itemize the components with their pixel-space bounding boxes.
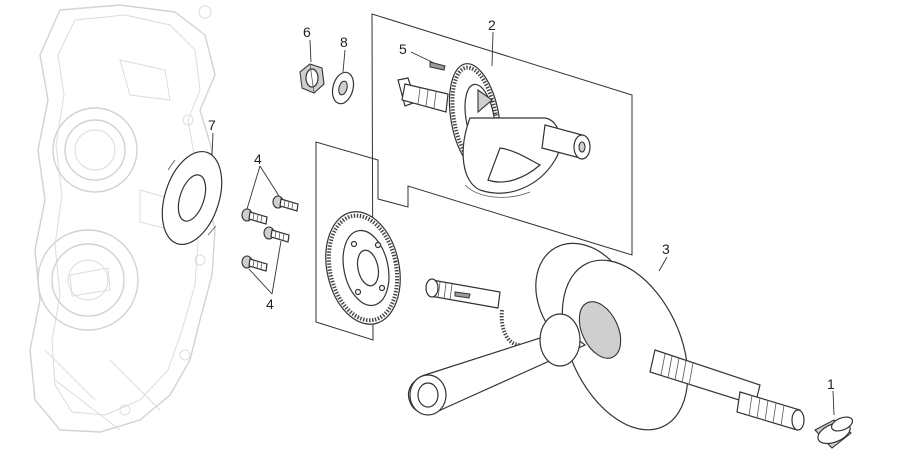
part-8-washer	[331, 71, 355, 105]
leader-8	[342, 49, 346, 73]
callout-7: 7	[208, 117, 216, 133]
leader-4-top	[246, 165, 280, 210]
leader-lines	[211, 31, 835, 416]
callout-3: 3	[662, 241, 670, 257]
leader-7	[211, 132, 214, 156]
crankcase-ghost	[29, 4, 216, 433]
leader-1	[832, 390, 835, 416]
callout-4-bottom: 4	[266, 296, 274, 312]
part-2-crankshaft-gear-assembly	[397, 63, 591, 198]
part-5-key	[429, 61, 446, 71]
assembly-group-frame	[315, 13, 633, 341]
callout-5: 5	[399, 41, 407, 57]
callout-8: 8	[340, 34, 348, 50]
part-7-thrust-washer	[161, 150, 223, 246]
part-4-bolts	[241, 195, 299, 272]
leader-6	[309, 39, 312, 63]
leader-3	[658, 256, 668, 272]
part-3-crankshaft-assembly	[407, 242, 805, 431]
leader-5	[410, 51, 435, 64]
callout-2: 2	[488, 17, 496, 33]
bolt-lower	[241, 255, 268, 272]
callout-1: 1	[827, 376, 835, 392]
bolt-upper-right	[272, 195, 299, 212]
leader-2	[491, 31, 494, 67]
callout-6: 6	[303, 24, 311, 40]
bolt-middle	[263, 226, 290, 243]
drive-gear	[325, 211, 401, 325]
callout-4-top: 4	[254, 151, 262, 167]
part-6-nut	[299, 63, 325, 94]
bolt-upper-left	[241, 208, 268, 225]
part-1-bushing	[814, 416, 854, 449]
leader-4-bottom	[248, 240, 282, 295]
